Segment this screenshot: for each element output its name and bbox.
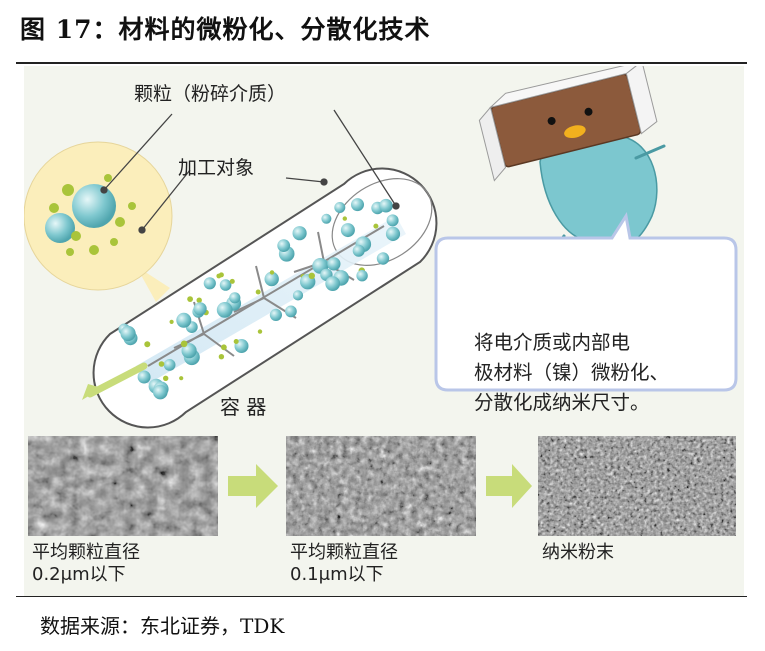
stage-arrow-2	[486, 464, 532, 508]
grinding-bead	[321, 213, 332, 224]
grinding-bead	[327, 257, 341, 271]
fine-particle	[187, 296, 194, 302]
stage-caption-0: 平均颗粒直径 0.2μm以下	[32, 542, 140, 586]
stage-caption-1: 平均颗粒直径 0.1μm以下	[290, 542, 398, 586]
fine-particle	[169, 319, 174, 324]
speech-line: 分散化成纳米尺寸。	[474, 391, 650, 414]
label-particles: 颗粒（粉碎介质）	[134, 83, 286, 105]
grinding-bead	[181, 343, 197, 359]
grinding-bead	[193, 302, 207, 316]
grinding-bead	[219, 279, 232, 291]
fine-particle	[179, 376, 184, 381]
grinding-bead	[292, 290, 304, 301]
process-row	[28, 436, 736, 536]
micrograph-0-texture	[28, 436, 218, 536]
grinding-bead	[325, 276, 341, 291]
stage-caption-line: 0.2μm以下	[32, 564, 126, 585]
micrograph-1-texture	[286, 436, 476, 536]
stage-caption-line: 平均颗粒直径	[290, 542, 398, 563]
speech-line: 将电介质或内部电	[474, 331, 631, 354]
fine-particle	[373, 223, 379, 229]
fine-particle	[257, 329, 263, 334]
grinding-bead	[334, 202, 346, 213]
grinding-bead	[356, 270, 368, 282]
fine-particle	[269, 270, 275, 275]
fine-particle	[233, 339, 239, 344]
grinding-bead	[176, 312, 192, 328]
illustration: 颗粒（粉碎介质） 加工对象 容 器	[23, 60, 744, 596]
grinding-bead	[216, 302, 233, 318]
grinding-bead	[352, 244, 365, 257]
outlet-arrow	[86, 362, 148, 398]
leader-lines	[100, 109, 400, 234]
fine-particle	[163, 375, 169, 381]
grinding-bead	[277, 239, 291, 253]
grinding-bead	[351, 198, 364, 212]
label-container: 容 器	[220, 395, 266, 419]
grinding-bead	[269, 308, 282, 321]
speech-text: 将电介质或内部电 极材料（镍）微粉化、 分散化成纳米尺寸。	[474, 328, 744, 418]
fine-particle	[218, 354, 225, 360]
source-note: 数据来源：东北证券，TDK	[40, 614, 285, 638]
micrograph-2-texture	[538, 436, 736, 536]
grinding-bead	[379, 198, 393, 213]
fine-particle	[229, 278, 235, 284]
fine-particle	[196, 297, 202, 303]
label-target: 加工对象	[178, 157, 254, 179]
speech-line: 极材料（镍）微粉化、	[474, 361, 670, 384]
grinding-bead	[120, 325, 136, 342]
fine-particle	[255, 289, 261, 295]
grinding-bead	[203, 277, 216, 290]
fine-particle	[144, 341, 151, 348]
grinding-bead	[264, 271, 279, 287]
fine-particle	[308, 272, 315, 279]
grinding-bead	[292, 226, 307, 241]
grinding-bead	[340, 223, 355, 238]
grinding-bead	[229, 292, 241, 304]
grinding-beads	[118, 198, 401, 400]
grinding-bead	[153, 384, 168, 400]
grinding-bead	[386, 214, 399, 227]
fine-particle	[342, 216, 347, 221]
title-rule	[16, 62, 747, 64]
fine-particle	[221, 344, 227, 351]
stage-caption-line: 纳米粉末	[542, 542, 614, 563]
fine-particle	[180, 340, 188, 348]
grinding-bead	[385, 226, 401, 241]
stage-arrow-1	[228, 464, 278, 508]
speech-bubble	[434, 211, 738, 392]
source-rule	[16, 596, 747, 597]
grinding-bead	[137, 370, 151, 384]
fine-particle	[216, 273, 222, 279]
stage-caption-2: 纳米粉末	[542, 542, 614, 564]
grinding-bead	[376, 252, 390, 265]
milling-container	[82, 167, 438, 429]
grinding-bead	[285, 305, 297, 318]
figure-title: 图 17：材料的微粉化、分散化技术	[20, 15, 431, 44]
zoom-callout	[23, 141, 173, 302]
stage-caption-line: 0.1μm以下	[290, 564, 384, 585]
grinding-bead	[163, 359, 176, 371]
fine-particle	[158, 361, 165, 367]
stage-caption-line: 平均颗粒直径	[32, 542, 140, 563]
figure-panel: 颗粒（粉碎介质） 加工对象 容 器	[23, 60, 744, 596]
